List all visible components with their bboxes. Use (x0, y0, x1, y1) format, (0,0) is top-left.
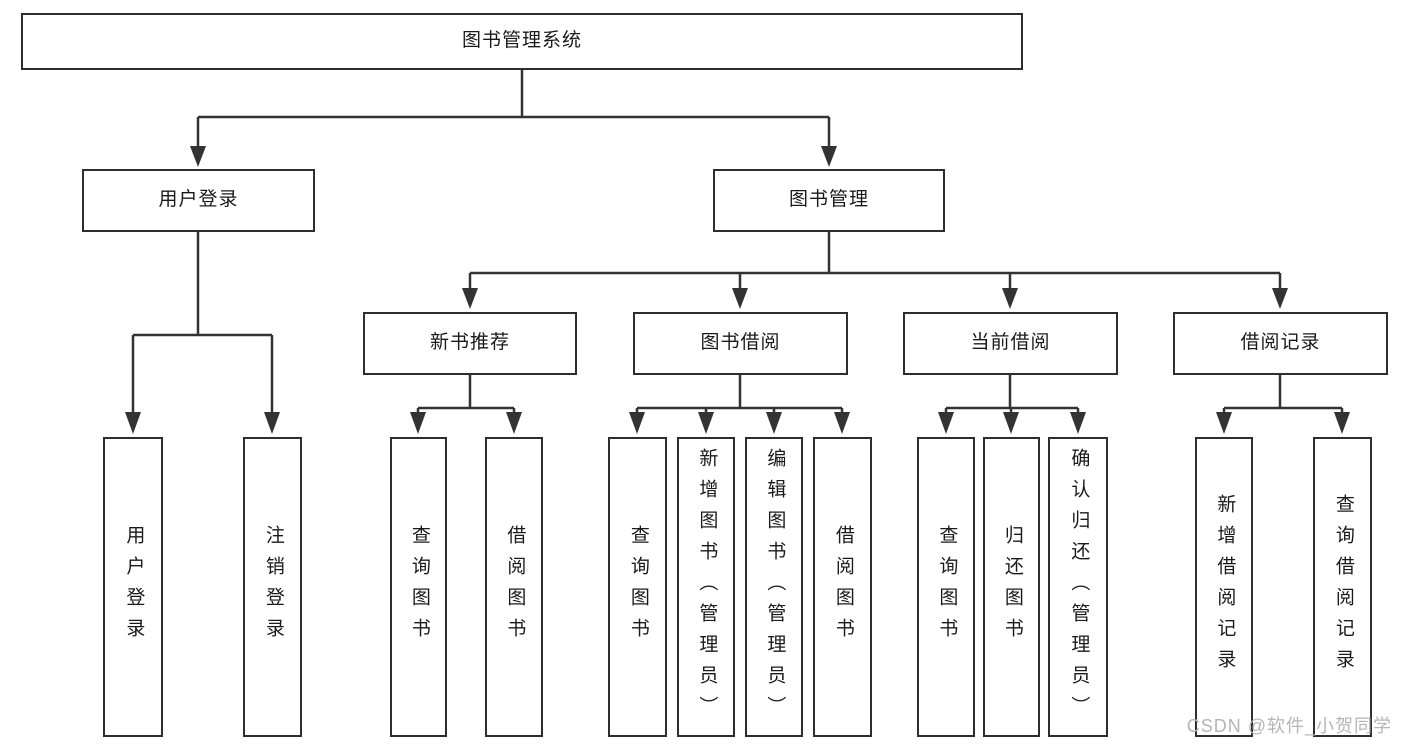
node-label: 确认归还（管理员） (1068, 447, 1090, 727)
node-user-login: 用户登录 (82, 169, 315, 232)
node-book-borrow: 图书借阅 (633, 312, 848, 375)
connector-currentborrow-children (938, 375, 1086, 434)
leaf-return-book: 归还图书 (983, 437, 1040, 737)
connector-borrowrecords-children (1216, 375, 1350, 434)
leaf-add-book-admin: 新增图书（管理员） (677, 437, 735, 737)
node-label: 用户登录 (123, 525, 145, 649)
leaf-query-borrow-record: 查询借阅记录 (1313, 437, 1372, 737)
node-label: 查询图书 (408, 525, 430, 649)
connector-newbookrec-children (410, 375, 522, 434)
leaf-add-borrow-record: 新增借阅记录 (1195, 437, 1253, 737)
node-borrow-records: 借阅记录 (1173, 312, 1388, 375)
node-label: 新书推荐 (429, 332, 510, 354)
node-label: 图书管理系统 (461, 30, 582, 52)
connector-bookborrow-children (629, 375, 850, 434)
node-label: 用户登录 (158, 189, 239, 211)
node-label: 查询图书 (627, 525, 649, 649)
leaf-logout: 注销登录 (243, 437, 302, 737)
node-label: 借阅记录 (1240, 332, 1321, 354)
node-label: 借阅图书 (832, 525, 854, 649)
leaf-borrow-book-2: 借阅图书 (813, 437, 872, 737)
node-library-management-system: 图书管理系统 (21, 13, 1023, 70)
leaf-query-book-3: 查询图书 (917, 437, 975, 737)
connector-bookmgmt-to-level3 (462, 232, 1288, 309)
connector-userlogin-children (125, 232, 280, 434)
node-new-book-recommend: 新书推荐 (363, 312, 577, 375)
node-label: 图书借阅 (700, 332, 781, 354)
leaf-edit-book-admin: 编辑图书（管理员） (745, 437, 803, 737)
leaf-user-login: 用户登录 (103, 437, 163, 737)
connector-root-to-level2 (190, 70, 837, 167)
node-label: 编辑图书（管理员） (764, 447, 786, 727)
node-label: 借阅图书 (504, 525, 526, 649)
node-book-management: 图书管理 (713, 169, 945, 232)
leaf-borrow-book-1: 借阅图书 (485, 437, 543, 737)
csdn-watermark: CSDN @软件_小贺同学 (1186, 716, 1392, 736)
node-current-borrow: 当前借阅 (903, 312, 1118, 375)
node-label: 新增借阅记录 (1214, 494, 1236, 680)
node-label: 注销登录 (262, 525, 284, 649)
leaf-query-book-2: 查询图书 (608, 437, 667, 737)
node-label: 新增图书（管理员） (696, 447, 718, 727)
node-label: 查询图书 (936, 525, 958, 649)
node-label: 当前借阅 (970, 332, 1051, 354)
node-label: 查询借阅记录 (1332, 494, 1354, 680)
node-label: 图书管理 (788, 189, 869, 211)
node-label: 归还图书 (1001, 525, 1023, 649)
leaf-query-book-1: 查询图书 (390, 437, 447, 737)
leaf-confirm-return-admin: 确认归还（管理员） (1048, 437, 1108, 737)
